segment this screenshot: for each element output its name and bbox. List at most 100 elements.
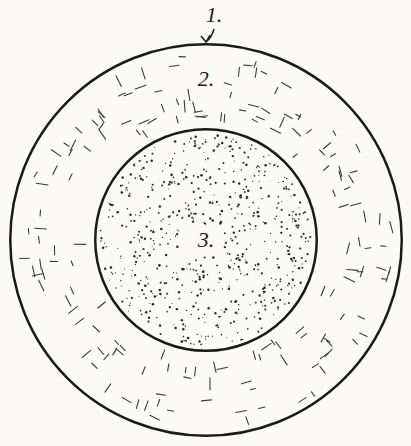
core-dot [278, 284, 279, 285]
core-dot [146, 226, 148, 228]
core-dot [285, 188, 287, 190]
band-dash [224, 83, 231, 85]
core-dot [299, 282, 301, 284]
core-dot [216, 265, 218, 267]
core-dot [108, 216, 110, 218]
core-dot [266, 258, 268, 260]
core-dot [191, 182, 193, 184]
core-dot [235, 141, 237, 143]
core-dot [281, 209, 283, 211]
band-dash [70, 140, 75, 150]
core-dot [260, 301, 262, 303]
core-dot [176, 214, 178, 216]
core-dot [170, 239, 171, 240]
core-dot [237, 213, 238, 214]
core-dot [193, 218, 194, 219]
core-dot [292, 218, 294, 220]
core-dot [189, 141, 190, 142]
band-dash [42, 269, 45, 279]
core-dot [290, 258, 292, 260]
core-dot [240, 339, 242, 341]
core-dot [252, 202, 254, 204]
core-dot [294, 220, 297, 223]
core-dot [221, 210, 224, 213]
core-dot [297, 224, 299, 226]
core-dot [148, 321, 150, 323]
core-dot [221, 142, 223, 144]
core-dot [227, 253, 228, 254]
core-dot [281, 201, 282, 202]
core-dot [200, 344, 202, 346]
band-dash [98, 112, 105, 118]
core-dot [241, 169, 243, 171]
band-dash [320, 150, 325, 155]
core-dot [168, 183, 170, 185]
core-dot [134, 177, 136, 179]
core-dot [146, 176, 147, 177]
core-dot [204, 322, 205, 323]
core-dot [264, 164, 266, 166]
core-dot [149, 207, 151, 209]
core-dot [228, 288, 230, 290]
core-dot [204, 256, 206, 258]
core-dot [264, 284, 266, 286]
core-dot [292, 215, 293, 216]
core-dot [281, 226, 283, 228]
core-dot [104, 242, 105, 243]
core-dot [255, 148, 256, 149]
core-dot [209, 201, 211, 203]
core-dot [234, 161, 235, 162]
core-dot [151, 187, 152, 188]
core-dot [261, 327, 263, 329]
core-dot [264, 174, 266, 176]
core-dot [181, 172, 183, 174]
core-dot [288, 282, 290, 284]
core-dot [301, 257, 303, 259]
band-dash [28, 229, 30, 234]
core-dot [144, 155, 146, 157]
core-dot [140, 280, 141, 281]
core-dot [139, 239, 141, 241]
band-dash [122, 120, 131, 124]
core-dot [230, 322, 232, 324]
core-dot [197, 176, 199, 178]
core-dot [294, 285, 295, 286]
core-dot [302, 263, 303, 264]
band-dash [142, 68, 145, 79]
core-dot [138, 296, 139, 297]
core-dot [221, 309, 222, 310]
band-dash [364, 211, 366, 222]
core-dot [130, 173, 132, 175]
core-dot [242, 253, 244, 255]
core-dot [214, 312, 216, 314]
core-dot [131, 297, 133, 299]
core-dot [254, 175, 256, 177]
core-dot [122, 185, 123, 186]
band-dash [293, 128, 301, 136]
core-dot [223, 311, 225, 313]
core-dot [229, 196, 231, 198]
core-dot [214, 290, 215, 291]
band-dash [320, 353, 328, 359]
core-dot [303, 212, 305, 214]
core-dot [255, 225, 257, 227]
core-dot [258, 312, 260, 314]
core-dot [205, 171, 207, 173]
band-dash [312, 364, 318, 368]
band-dash [321, 334, 325, 342]
band-dash [176, 116, 178, 123]
core-dot [197, 273, 199, 275]
band-dash [323, 338, 330, 342]
core-dot [146, 209, 147, 210]
core-dot [160, 333, 162, 335]
band-dash [135, 85, 146, 89]
core-dot [245, 261, 248, 264]
core-dot [224, 246, 226, 248]
core-dot [274, 164, 276, 166]
band-dash [382, 278, 387, 280]
core-dot [169, 164, 172, 167]
core-dot [198, 147, 200, 149]
core-dot [280, 289, 282, 291]
core-dot [300, 236, 302, 238]
core-dot [157, 295, 158, 296]
